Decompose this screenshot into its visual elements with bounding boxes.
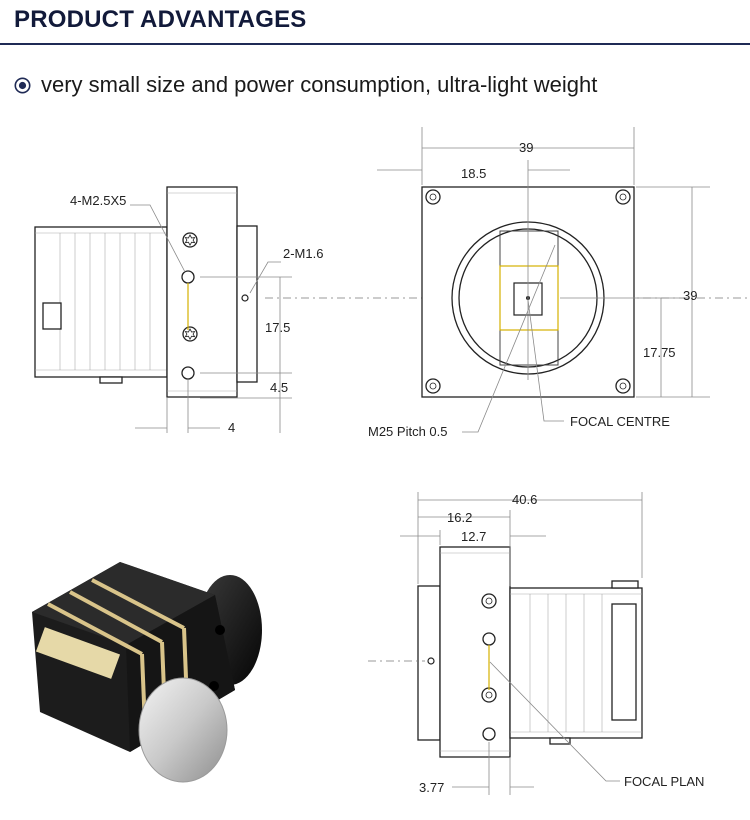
dim-3-77: 3.77 (419, 780, 444, 795)
dim-17-5: 17.5 (265, 320, 290, 335)
side-lens-mount (236, 225, 258, 383)
label-focal-plan: FOCAL PLAN (624, 774, 704, 789)
label-holes: 2-M1.6 (283, 246, 323, 261)
screw-icon (425, 189, 441, 205)
dim-39-right: 39 (683, 288, 697, 303)
side-rear-body (34, 226, 168, 378)
header: PRODUCT ADVANTAGES (0, 0, 750, 46)
screw-icon (425, 378, 441, 394)
side-connector (42, 302, 62, 330)
side-front-plate (166, 186, 238, 398)
coin (138, 677, 228, 783)
dim-4: 4 (228, 420, 235, 435)
bottom-connector (611, 603, 637, 721)
header-divider (0, 43, 750, 45)
bottom-front-plate (439, 546, 511, 758)
label-focal-centre: FOCAL CENTRE (570, 414, 670, 429)
screw-icon (615, 189, 631, 205)
screw-icon (182, 232, 198, 248)
hole-icon (181, 366, 195, 380)
label-mount: M25 Pitch 0.5 (368, 424, 448, 439)
page-title: PRODUCT ADVANTAGES (14, 6, 307, 33)
screw-icon (615, 378, 631, 394)
dim-4-5: 4.5 (270, 380, 288, 395)
radio-bullet-icon (14, 77, 31, 93)
dim-17-75: 17.75 (643, 345, 676, 360)
connector (35, 627, 121, 679)
dim-16-2: 16.2 (447, 510, 472, 525)
dim-40-6: 40.6 (512, 492, 537, 507)
screw-icon (182, 326, 198, 342)
hole-icon (482, 727, 496, 741)
dim-18-5: 18.5 (461, 166, 486, 181)
label-screws: 4-M2.5X5 (70, 193, 126, 208)
dim-12-7: 12.7 (461, 529, 486, 544)
screw-icon (481, 593, 497, 609)
dim-39-top: 39 (519, 140, 533, 155)
feature-text: very small size and power consumption, u… (41, 72, 598, 97)
feature-item: very small size and power consumption, u… (14, 70, 597, 100)
